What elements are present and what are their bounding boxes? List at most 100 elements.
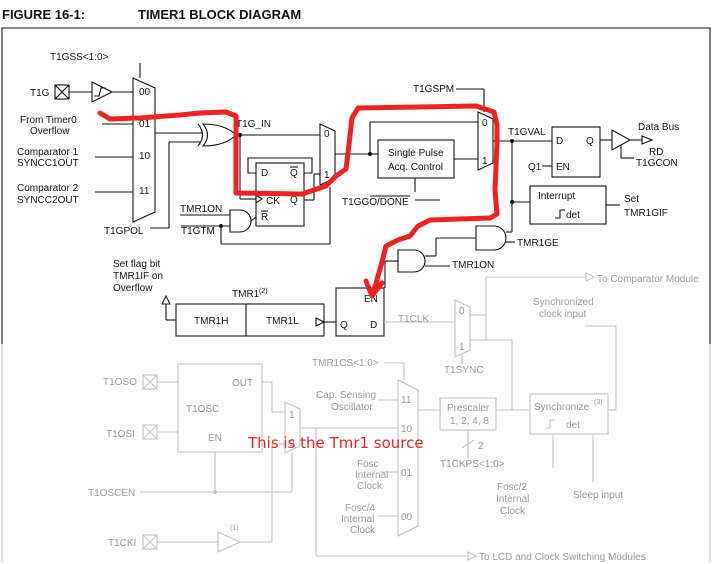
div2-label: 2 xyxy=(478,441,484,452)
latch-q1-label: Q1 xyxy=(528,162,542,173)
tmr1l-label: TMR1L xyxy=(266,316,299,327)
interrupt-det-block xyxy=(529,185,607,225)
single-pulse-block xyxy=(377,139,455,179)
ff-ck-label: CK xyxy=(266,196,280,207)
buf-note-label: (1) xyxy=(230,525,239,532)
t1sync-sel-0: 0 xyxy=(459,306,465,317)
sync-clock-label-2: clock input xyxy=(539,309,586,320)
sync-edge-icon xyxy=(545,419,555,429)
t1gval-label: T1GVAL xyxy=(508,127,546,138)
sync-det-label: det xyxy=(566,420,580,431)
tmr1-label: TMR1 xyxy=(232,289,260,300)
junction-dot-5 xyxy=(510,200,514,204)
gate-value-latch xyxy=(551,126,601,178)
tmr1-register xyxy=(175,303,325,337)
out-label: OUT xyxy=(232,378,253,389)
cs-mux-sel-00: 00 xyxy=(401,512,413,523)
comp2-label-2: SYNCC2OUT xyxy=(17,195,79,206)
register-in-arrow-icon xyxy=(315,317,326,327)
spm-mux xyxy=(477,111,494,171)
toggle-mux-sel-1: 1 xyxy=(324,170,330,181)
cs-mux-sel-10: 10 xyxy=(401,424,413,435)
t1cki-buffer-icon xyxy=(217,531,242,553)
d-label: D xyxy=(370,320,377,331)
data-bus-arrow-icon xyxy=(641,135,654,145)
interrupt-det-label: det xyxy=(566,210,580,221)
t1gif-label: TMR1GIF xyxy=(624,208,668,219)
fosc4-label-1: Fosc/4 xyxy=(345,503,375,514)
fosc-label-2: Internal xyxy=(355,470,388,481)
single-pulse-label-1: Single Pulse xyxy=(388,148,444,159)
junction-dot-3 xyxy=(368,152,372,156)
ff-qbar-label: Q xyxy=(290,168,298,179)
tmr1cs-label: TMR1CS<1:0> xyxy=(312,358,379,369)
q-label: Q xyxy=(340,320,348,331)
set-flag-label-1: Set flag bit xyxy=(113,259,160,270)
t1ggo-done-label: T1GGO/DONE xyxy=(342,197,409,208)
ff-r-label: R xyxy=(261,212,268,223)
osc-en-label: EN xyxy=(208,433,222,444)
comp1-label-1: Comparator 1 xyxy=(17,147,79,158)
tmr1on-label: TMR1ON xyxy=(180,204,222,215)
annotation-text: This is the Tmr1 source xyxy=(247,434,424,452)
schmitt-buffer-icon xyxy=(91,81,114,103)
tmr1h-label: TMR1H xyxy=(194,316,228,327)
t1gcon-label: T1GCON xyxy=(636,158,678,169)
and-gate-icon xyxy=(229,209,252,233)
t1g-label: T1G xyxy=(30,88,50,99)
junction-dot-4 xyxy=(510,139,514,143)
comp2-label-1: Comparator 2 xyxy=(17,183,79,194)
t1osc-label: T1OSC xyxy=(186,404,219,415)
junction-dot-6 xyxy=(213,490,217,494)
t1g-in-label: T1G_IN xyxy=(236,119,271,130)
clock-source-section: 0 1 T1SYNC To Comparator Module Synchron… xyxy=(88,272,699,563)
tmr1on-and-gate-icon xyxy=(397,249,426,273)
to-lcd-label: To LCD and Clock Switching Modules xyxy=(479,552,646,563)
osc-mux xyxy=(284,401,301,454)
synchronize-block xyxy=(529,393,609,435)
tmr1on-2-label: TMR1ON xyxy=(452,260,494,271)
t1oscen-label: T1OSCEN xyxy=(88,488,135,499)
t1sync-label: T1SYNC xyxy=(444,365,483,376)
comp1-label-2: SYNCC1OUT xyxy=(17,158,79,169)
overflow-arrow-icon xyxy=(161,294,171,305)
junction-dot-2 xyxy=(219,224,223,228)
interrupt-label: Interrupt xyxy=(538,191,575,202)
t1g-pin-icon xyxy=(54,84,70,100)
ff-q-label: Q xyxy=(290,195,298,206)
cap-sense-label-1: Cap. Sensing xyxy=(316,390,376,401)
set-label: Set xyxy=(624,194,639,205)
osc-mux-sel-0: 0 xyxy=(289,438,295,449)
t1cki-label: T1CKI xyxy=(108,538,136,549)
t1osi-label: T1OSI xyxy=(106,429,135,440)
figure-title: TIMER1 BLOCK DIAGRAM xyxy=(138,7,301,22)
t1clk-label: T1CLK xyxy=(398,314,429,325)
t1gss-label: T1GSS<1:0> xyxy=(50,52,109,63)
bus-slash-icon xyxy=(461,439,475,449)
t1cki-pin-icon xyxy=(142,534,158,550)
cs-mux-sel-11: 11 xyxy=(401,395,412,406)
spm-mux-sel-1: 1 xyxy=(482,156,488,167)
set-flag-label-3: Overflow xyxy=(113,283,153,294)
toggle-mux-sel-0: 0 xyxy=(324,129,330,140)
data-bus-label: Data Bus xyxy=(638,122,679,133)
gate-source-mux xyxy=(132,77,156,223)
latch-q-label: Q xyxy=(586,136,594,147)
t1sync-sel-1: 1 xyxy=(459,342,465,353)
annotation-trace xyxy=(97,103,500,296)
fosc-label-1: Fosc xyxy=(357,459,379,470)
prescaler-label-1: Prescaler xyxy=(447,403,490,414)
timer0-label-1: From Timer0 xyxy=(20,115,77,126)
set-flag-label-2: TMR1IF on xyxy=(113,271,163,282)
fosc4-label-2: Internal xyxy=(341,514,374,525)
mux-sel-11: 11 xyxy=(139,186,150,197)
to-comparator-arrow-icon xyxy=(585,272,596,282)
single-pulse-label-2: Acq. Control xyxy=(388,162,443,173)
tmr1ge-and-gate-icon xyxy=(475,225,507,251)
tmr1ge-label: TMR1GE xyxy=(517,238,559,249)
annotation-arrowhead xyxy=(363,278,385,299)
t1sync-mux xyxy=(454,299,471,358)
fosc2-label-3: Clock xyxy=(500,506,526,517)
xor-gate-icon xyxy=(197,123,237,147)
